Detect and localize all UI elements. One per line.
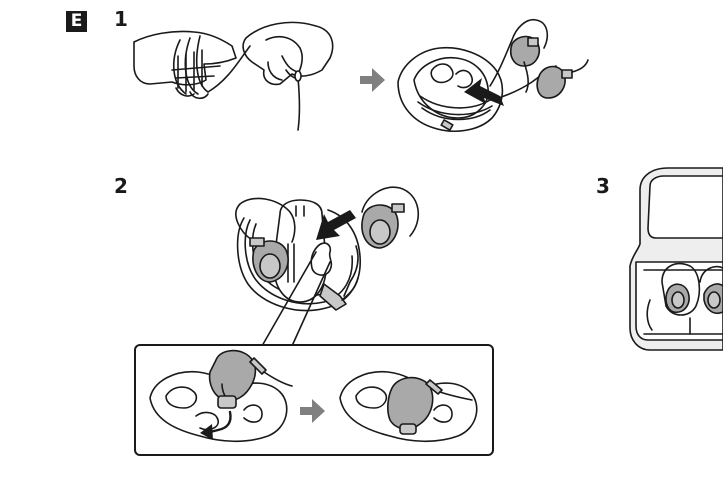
step2-holder-illustration bbox=[236, 187, 418, 346]
step3-case-illustration bbox=[630, 168, 723, 350]
step2-detail-box bbox=[135, 345, 493, 455]
step1-next-arrow bbox=[360, 68, 385, 92]
step1-holder-illustration bbox=[398, 20, 588, 131]
step1-hands-illustration bbox=[134, 22, 333, 130]
